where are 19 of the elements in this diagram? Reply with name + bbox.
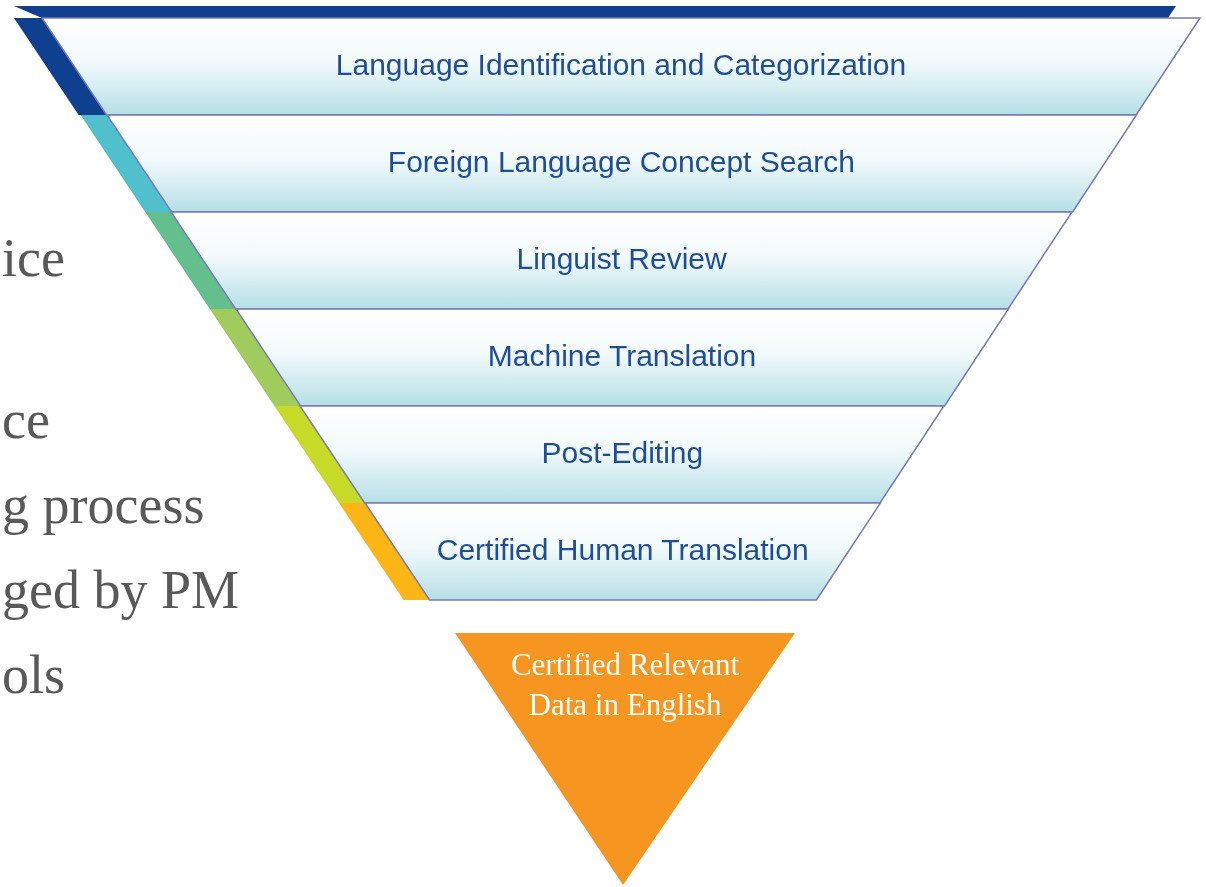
band-label: Language Identification and Categorization	[334, 48, 908, 82]
bullet-text-fragment: g process	[2, 475, 205, 535]
bullet-text-fragment: ged by PM	[2, 560, 239, 620]
funnel-band	[106, 115, 1137, 212]
bullet-text-fragment: ice	[2, 228, 65, 288]
band-label: Post-Editing	[540, 436, 705, 470]
result-label: Certified Relevant Data in English	[509, 646, 741, 724]
funnel-band	[171, 212, 1073, 309]
band-label: Machine Translation	[486, 339, 758, 373]
bullet-text-fragment: ols	[2, 645, 66, 705]
funnel-band	[42, 18, 1200, 115]
bullet-text-fragment: ce	[2, 390, 50, 450]
band-label: Certified Human Translation	[435, 533, 810, 567]
band-label: Linguist Review	[515, 242, 728, 276]
result-triangle	[455, 633, 795, 885]
band-label: Foreign Language Concept Search	[386, 145, 856, 179]
funnel-band	[300, 406, 945, 503]
funnel-band	[235, 309, 1009, 406]
funnel-band	[365, 503, 881, 600]
